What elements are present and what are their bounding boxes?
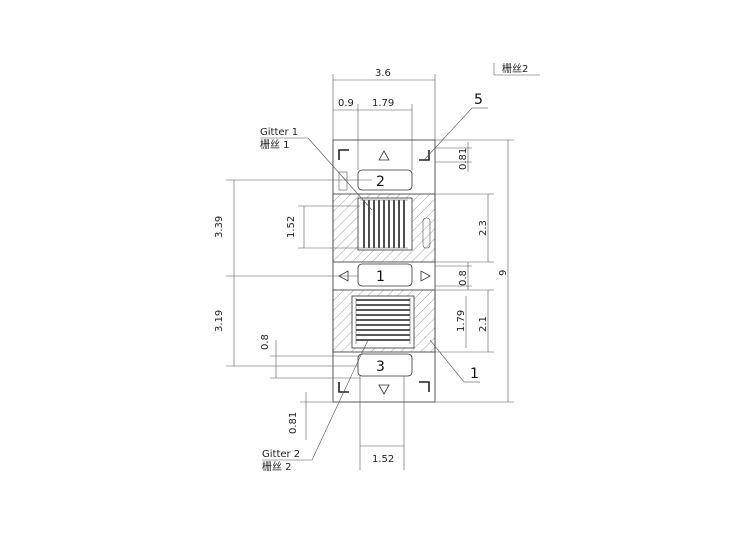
upper-pad (332, 171, 436, 263)
grid-label-center: 1 (376, 269, 385, 285)
title-block: 栅丝2 (493, 62, 540, 76)
dim-grid-width-top: 1.79 (372, 98, 394, 109)
left-dimensions: 3.39 3.19 1.52 0.8 0.81 (214, 179, 372, 440)
callout-gitter2-cn: 栅丝 2 (262, 460, 292, 473)
triangle-down-icon (378, 384, 390, 395)
dim-lower-grid-height: 1.79 (456, 310, 467, 332)
dim-upper-pad-height: 2.3 (478, 220, 489, 236)
callout-gitter1: Gitter 1 (260, 127, 298, 138)
label-box-3: 3 (357, 353, 413, 377)
dim-center-gap: 0.8 (458, 270, 469, 286)
label-box-1: 1 (357, 263, 413, 287)
dim-lower-pad-height: 2.1 (478, 316, 489, 332)
dim-bottom-marker: 0.81 (288, 412, 299, 434)
callout-gitter1-cn: 栅丝 1 (260, 138, 290, 151)
dim-total-width: 3.6 (375, 68, 391, 79)
right-dimensions: 9 2.3 0.81 0.8 1.79 2.1 (412, 139, 514, 403)
dim-lower-height: 3.19 (214, 310, 225, 332)
lower-grid-lines (355, 298, 411, 344)
dim-upper-height: 3.39 (214, 216, 225, 238)
dim-total-height: 9 (498, 270, 509, 276)
callout-item5: 5 (474, 92, 483, 108)
callout-gitter2: Gitter 2 (262, 449, 300, 460)
lower-pad (332, 289, 436, 353)
callouts: Gitter 1 栅丝 1 Gitter 2 栅丝 2 5 1 (260, 92, 488, 473)
upper-grid-lines (360, 199, 408, 249)
dim-upper-grid-height: 1.52 (286, 216, 297, 238)
dim-grid-width-bottom: 1.52 (372, 454, 394, 465)
title-block-label: 栅丝2 (502, 62, 528, 75)
corner-markers (338, 149, 430, 393)
callout-item1: 1 (470, 366, 479, 382)
dim-top-marker: 0.81 (458, 148, 469, 170)
dim-left-margin: 0.9 (338, 98, 354, 109)
grid-label-upper: 2 (376, 174, 385, 190)
triangle-up-icon (378, 150, 390, 161)
triangle-right-icon (420, 270, 431, 282)
dim-lower-gap: 0.8 (260, 334, 271, 350)
grid-label-lower: 3 (376, 359, 385, 375)
bottom-dimensions: 1.52 (359, 376, 405, 470)
top-dimensions: 3.6 0.9 1.79 (332, 68, 436, 170)
